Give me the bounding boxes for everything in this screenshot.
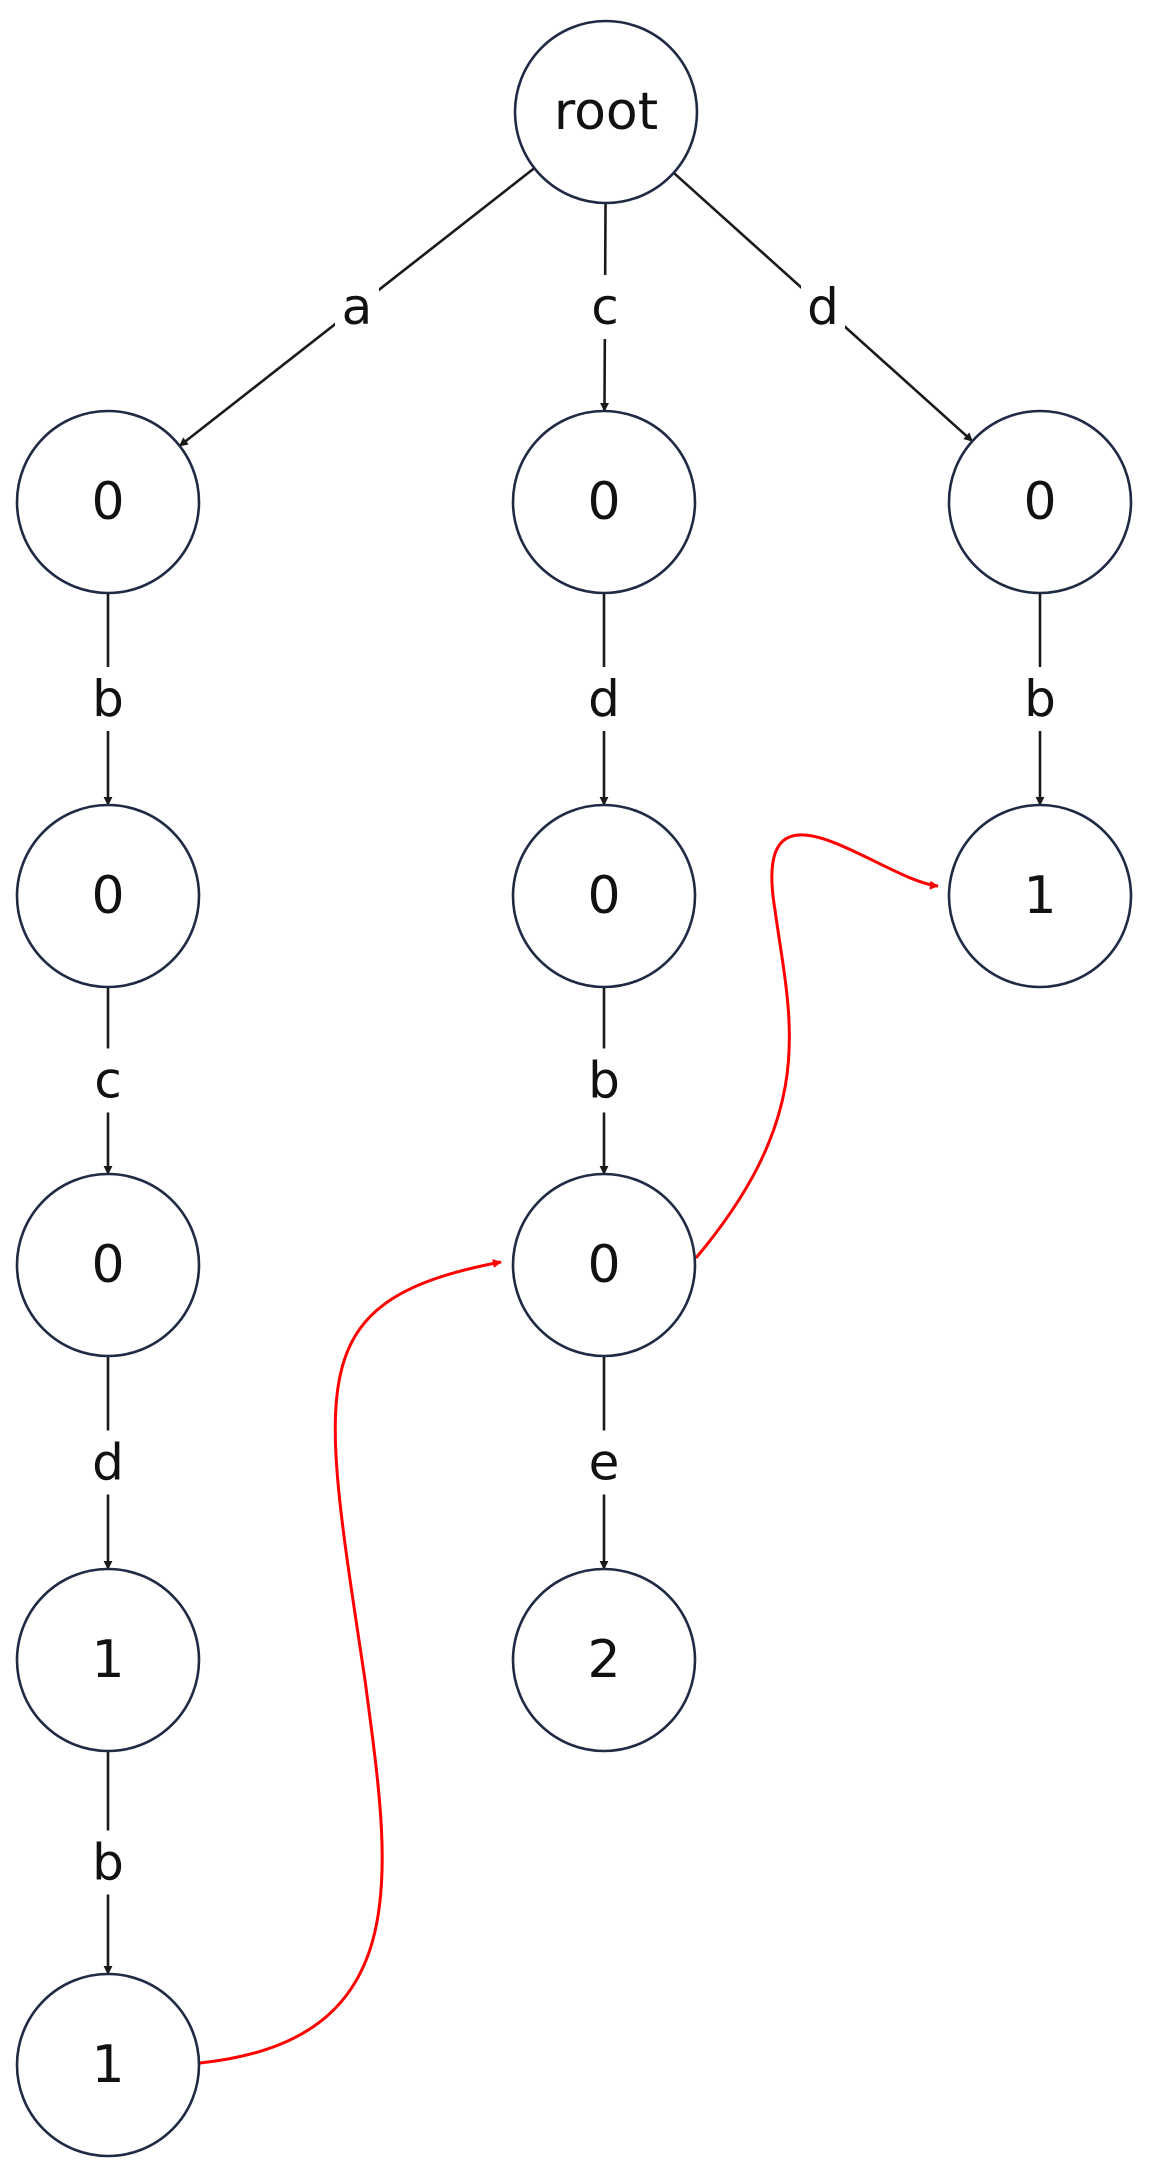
edge-label-background	[582, 1048, 626, 1113]
trie-edge: b	[86, 593, 130, 806]
node-label: 0	[91, 472, 124, 532]
node-circle	[947, 803, 1133, 989]
trie-node-cdbe: 2	[511, 1567, 697, 1753]
edge-label: d	[92, 1434, 124, 1492]
node-label: 2	[587, 1630, 620, 1690]
node-circle	[513, 19, 699, 205]
edge-label: b	[588, 1052, 620, 1110]
node-circle	[15, 1172, 201, 1358]
edge-label-background	[1018, 667, 1062, 731]
edge-label: e	[589, 1434, 620, 1492]
trie-node-db: 1	[947, 803, 1133, 989]
node-label: 1	[91, 2035, 124, 2095]
edge-label-background	[86, 1430, 130, 1495]
trie-edge: b	[1018, 593, 1062, 806]
edge-label-background	[582, 1430, 626, 1495]
trie-edge: b	[582, 987, 626, 1175]
node-circle	[511, 1567, 697, 1753]
trie-edge: d	[86, 1356, 130, 1570]
trie-node-d: 0	[947, 409, 1133, 595]
edge-label-background	[583, 275, 627, 339]
node-circle	[15, 1567, 201, 1753]
edge-label: b	[92, 1834, 124, 1892]
trie-node-ab: 0	[15, 803, 201, 989]
node-circle	[511, 803, 697, 989]
edge-label-background	[86, 1048, 130, 1113]
node-label: 0	[91, 1235, 124, 1295]
edge-label-background	[86, 667, 130, 731]
nodes-layer: root 0 0 0 1 1 0 0 0 2 0 1	[15, 19, 1133, 2158]
trie-edge: e	[582, 1356, 626, 1570]
trie-node-root: root	[513, 19, 699, 205]
node-label: root	[554, 82, 658, 142]
trie-node-abcdb: 1	[15, 1972, 201, 2158]
fail-link-abcdb-to-cdb	[199, 1259, 502, 2065]
node-circle	[511, 1172, 697, 1358]
node-label: 0	[1023, 472, 1056, 532]
node-circle	[511, 409, 697, 595]
edge-label-background	[582, 667, 626, 731]
edge-label: b	[1024, 670, 1056, 728]
edge-label: c	[591, 278, 619, 336]
node-circle	[15, 803, 201, 989]
trie-node-c: 0	[511, 409, 697, 595]
node-label: 1	[91, 1630, 124, 1690]
edge-label-background	[86, 1830, 130, 1895]
edge-label: a	[342, 278, 373, 336]
node-label: 0	[91, 866, 124, 926]
edge-label-background	[335, 275, 379, 339]
trie-node-abcd: 1	[15, 1567, 201, 1753]
node-label: 1	[1023, 866, 1056, 926]
trie-edge: d	[672, 171, 974, 443]
edge-label: b	[92, 670, 124, 728]
node-label: 0	[587, 1235, 620, 1295]
trie-node-abc: 0	[15, 1172, 201, 1358]
edge-label: d	[588, 670, 620, 728]
node-label: 0	[587, 472, 620, 532]
fail-links-layer	[199, 833, 939, 2065]
trie-edge: b	[86, 1751, 130, 1975]
trie-node-a: 0	[15, 409, 201, 595]
trie-edge: d	[582, 593, 626, 806]
node-circle	[947, 409, 1133, 595]
edge-label-background	[801, 275, 845, 339]
fail-link-cdb-to-db	[694, 833, 939, 1259]
trie-edge: c	[86, 987, 130, 1175]
node-label: 0	[587, 866, 620, 926]
node-circle	[15, 409, 201, 595]
node-circle	[15, 1972, 201, 2158]
edges-layer: a c d b c d b d b e b	[86, 167, 1062, 1975]
trie-node-cdb: 0	[511, 1172, 697, 1358]
trie-edge: a	[178, 167, 536, 447]
edge-label: d	[807, 278, 839, 336]
trie-node-cd: 0	[511, 803, 697, 989]
trie-edge: c	[583, 202, 627, 412]
edge-label: c	[94, 1052, 122, 1110]
